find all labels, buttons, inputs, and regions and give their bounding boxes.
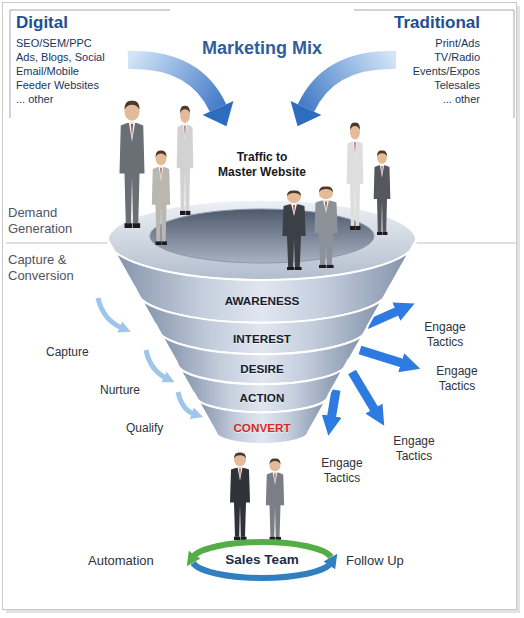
engage-label: Engage Tactics xyxy=(312,456,372,486)
stage-label: Qualify xyxy=(126,421,196,435)
person-figure xyxy=(374,150,391,235)
engage-label: Engage Tactics xyxy=(384,434,444,464)
funnel-band xyxy=(195,395,329,444)
picture-frame xyxy=(3,3,517,610)
section-label: Capture & Conversion xyxy=(8,252,88,284)
channel-item: ... other xyxy=(16,93,166,106)
stage-name: CONVERT xyxy=(195,420,329,436)
section-label: Demand Generation xyxy=(8,205,88,237)
channel-item: Email/Mobile xyxy=(16,65,166,78)
cycle-label: Automation xyxy=(88,553,178,569)
person-figure xyxy=(152,151,170,245)
engage-label: Engage Tactics xyxy=(427,364,487,394)
stage-arrow xyxy=(178,392,194,414)
team-name: Sales Team xyxy=(186,552,338,568)
stage-arrow xyxy=(146,350,166,378)
channel-arrow-head xyxy=(203,101,234,126)
engage-label: Engage Tactics xyxy=(415,320,475,350)
funnel-entry-label: Traffic to Master Website xyxy=(217,150,307,180)
engage-arrow xyxy=(360,350,405,364)
channel-item: Feeder Websites xyxy=(16,79,166,92)
engage-arrow xyxy=(331,390,336,420)
channel-item: SEO/SEM/PPC xyxy=(16,37,166,50)
channel-arrow xyxy=(128,60,218,108)
channel-item: Events/Expos xyxy=(370,65,480,78)
channel-arrow-head xyxy=(291,101,322,126)
channel-item: Print/Ads xyxy=(370,37,480,50)
stage-label: Capture xyxy=(46,345,116,359)
frame-shadow xyxy=(6,6,519,612)
person-figure xyxy=(120,101,145,228)
person-figure xyxy=(266,458,284,540)
channel-heading: Traditional xyxy=(370,13,480,33)
person-figure xyxy=(282,190,305,270)
stage-label: Nurture xyxy=(100,383,170,397)
engage-arrow xyxy=(352,372,376,412)
person-figure xyxy=(314,186,337,268)
channel-heading: Digital xyxy=(16,13,166,33)
channel-item: TV/Radio xyxy=(370,51,480,64)
sales-team-ring: Sales Team xyxy=(186,537,338,583)
person-figure xyxy=(177,106,194,215)
stage-arrow xyxy=(98,298,122,328)
cycle-label: Follow Up xyxy=(346,553,436,569)
funnel-opening xyxy=(150,209,374,263)
person-figure xyxy=(230,453,250,540)
funnel-stage: CONVERT xyxy=(195,395,329,446)
channel-item: Ads, Blogs, Social xyxy=(16,51,166,64)
person-figure xyxy=(347,123,364,230)
channel-item: ... other xyxy=(370,93,480,106)
channel-item: Telesales xyxy=(370,79,480,92)
band-outline xyxy=(195,395,329,446)
channel-arrow xyxy=(306,60,396,108)
